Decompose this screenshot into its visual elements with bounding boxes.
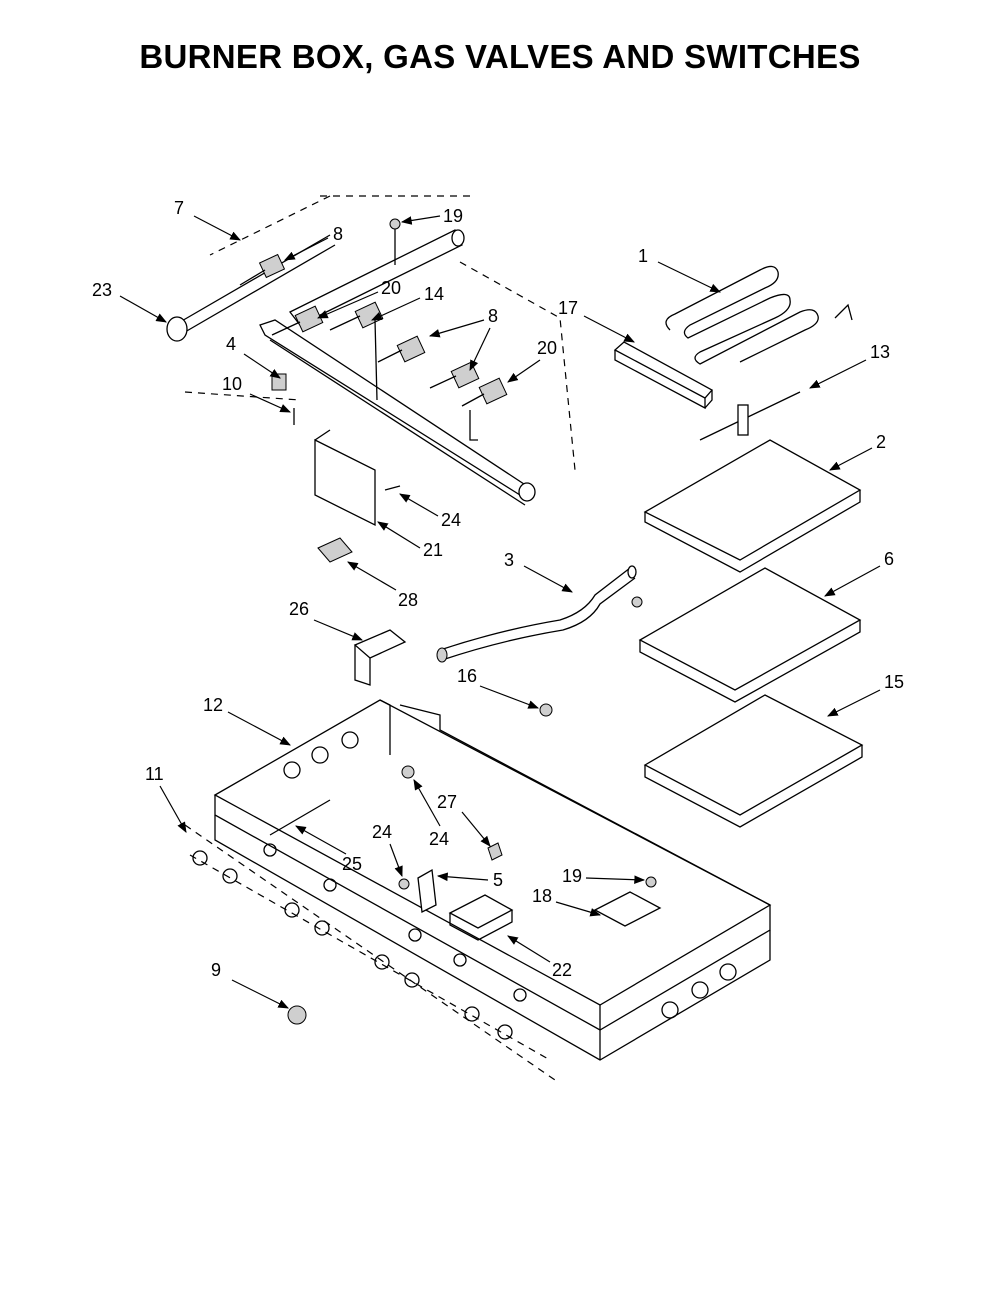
callout-label: 17 bbox=[558, 298, 578, 318]
gas-valve-3 bbox=[329, 301, 384, 401]
griddle-insulation bbox=[638, 567, 862, 703]
callout-11: 11 bbox=[145, 764, 187, 833]
callout-20-right: 20 bbox=[507, 338, 557, 383]
orifice-disc bbox=[166, 316, 188, 342]
mounting-bracket bbox=[353, 629, 407, 686]
callout-6: 6 bbox=[824, 549, 894, 597]
gas-valve-4 bbox=[377, 335, 426, 363]
callout-label: 6 bbox=[884, 549, 894, 569]
callout-label: 9 bbox=[211, 960, 221, 980]
callout-label: 24 bbox=[441, 510, 461, 530]
callout-18: 18 bbox=[532, 886, 602, 917]
callout-label: 24 bbox=[372, 822, 392, 842]
callout-label: 26 bbox=[289, 599, 309, 619]
callout-1: 1 bbox=[638, 246, 721, 293]
callout-24-lower-left: 24 bbox=[372, 822, 403, 878]
callout-7: 7 bbox=[174, 198, 241, 241]
callout-14: 14 bbox=[371, 284, 444, 321]
callout-label: 10 bbox=[222, 374, 242, 394]
callout-23: 23 bbox=[92, 280, 167, 323]
thermocouple-probe bbox=[699, 391, 801, 441]
callout-24-lower-right: 24 bbox=[413, 779, 449, 849]
callout-8-mid: 8 bbox=[428, 306, 498, 371]
callout-label: 28 bbox=[398, 590, 418, 610]
callout-21: 21 bbox=[377, 521, 443, 560]
callout-10: 10 bbox=[222, 374, 291, 413]
callout-label: 20 bbox=[537, 338, 557, 358]
burner-box bbox=[184, 699, 772, 1081]
callout-15: 15 bbox=[827, 672, 904, 717]
callout-label: 1 bbox=[638, 246, 648, 266]
callout-label: 4 bbox=[226, 334, 236, 354]
callout-27: 27 bbox=[437, 792, 491, 847]
callout-label: 2 bbox=[876, 432, 886, 452]
callout-label: 20 bbox=[381, 278, 401, 298]
griddle-plate bbox=[643, 439, 862, 573]
callout-label: 27 bbox=[437, 792, 457, 812]
callout-label: 22 bbox=[552, 960, 572, 980]
gas-valve-6 bbox=[461, 377, 508, 441]
callout-label: 5 bbox=[493, 870, 503, 890]
callout-label: 11 bbox=[145, 764, 164, 784]
control-knob bbox=[287, 1005, 307, 1025]
callout-28: 28 bbox=[347, 561, 418, 610]
callout-label: 15 bbox=[884, 672, 904, 692]
callout-label: 8 bbox=[488, 306, 498, 326]
element-bracket bbox=[613, 341, 714, 410]
callout-label: 13 bbox=[870, 342, 890, 362]
callout-3: 3 bbox=[504, 550, 573, 593]
callout-label: 16 bbox=[457, 666, 477, 686]
page-title: BURNER BOX, GAS VALVES AND SWITCHES bbox=[139, 38, 861, 75]
callout-label: 23 bbox=[92, 280, 112, 300]
callout-label: 3 bbox=[504, 550, 514, 570]
callout-label: 25 bbox=[342, 854, 362, 874]
callout-label: 21 bbox=[423, 540, 443, 560]
callout-25: 25 bbox=[295, 825, 362, 874]
callout-label: 8 bbox=[333, 224, 343, 244]
manifold-assembly bbox=[166, 195, 576, 563]
heating-element bbox=[665, 265, 853, 365]
callout-label: 19 bbox=[443, 206, 463, 226]
gas-valve-1 bbox=[239, 253, 286, 286]
callout-8-top: 8 bbox=[284, 224, 343, 261]
callout-label: 14 bbox=[424, 284, 444, 304]
callout-12: 12 bbox=[203, 695, 291, 746]
callout-13: 13 bbox=[809, 342, 890, 389]
callout-label: 19 bbox=[562, 866, 582, 886]
callout-4: 4 bbox=[226, 334, 281, 379]
callout-26: 26 bbox=[289, 599, 363, 641]
callout-2: 2 bbox=[829, 432, 886, 471]
callout-22: 22 bbox=[507, 935, 572, 980]
callout-19-top: 19 bbox=[400, 206, 463, 226]
callout-19-bottom: 19 bbox=[562, 866, 646, 886]
callout-5: 5 bbox=[436, 870, 503, 890]
callout-16: 16 bbox=[457, 666, 540, 709]
callout-label: 7 bbox=[174, 198, 184, 218]
callout-label: 18 bbox=[532, 886, 552, 906]
callout-9: 9 bbox=[211, 960, 289, 1009]
callout-24-upper: 24 bbox=[399, 493, 461, 530]
callout-label: 12 bbox=[203, 695, 223, 715]
callout-20-left: 20 bbox=[317, 278, 401, 319]
callout-label: 24 bbox=[429, 829, 449, 849]
gas-tube bbox=[436, 565, 643, 717]
griddle-pan bbox=[643, 694, 864, 828]
callout-17: 17 bbox=[558, 298, 635, 343]
